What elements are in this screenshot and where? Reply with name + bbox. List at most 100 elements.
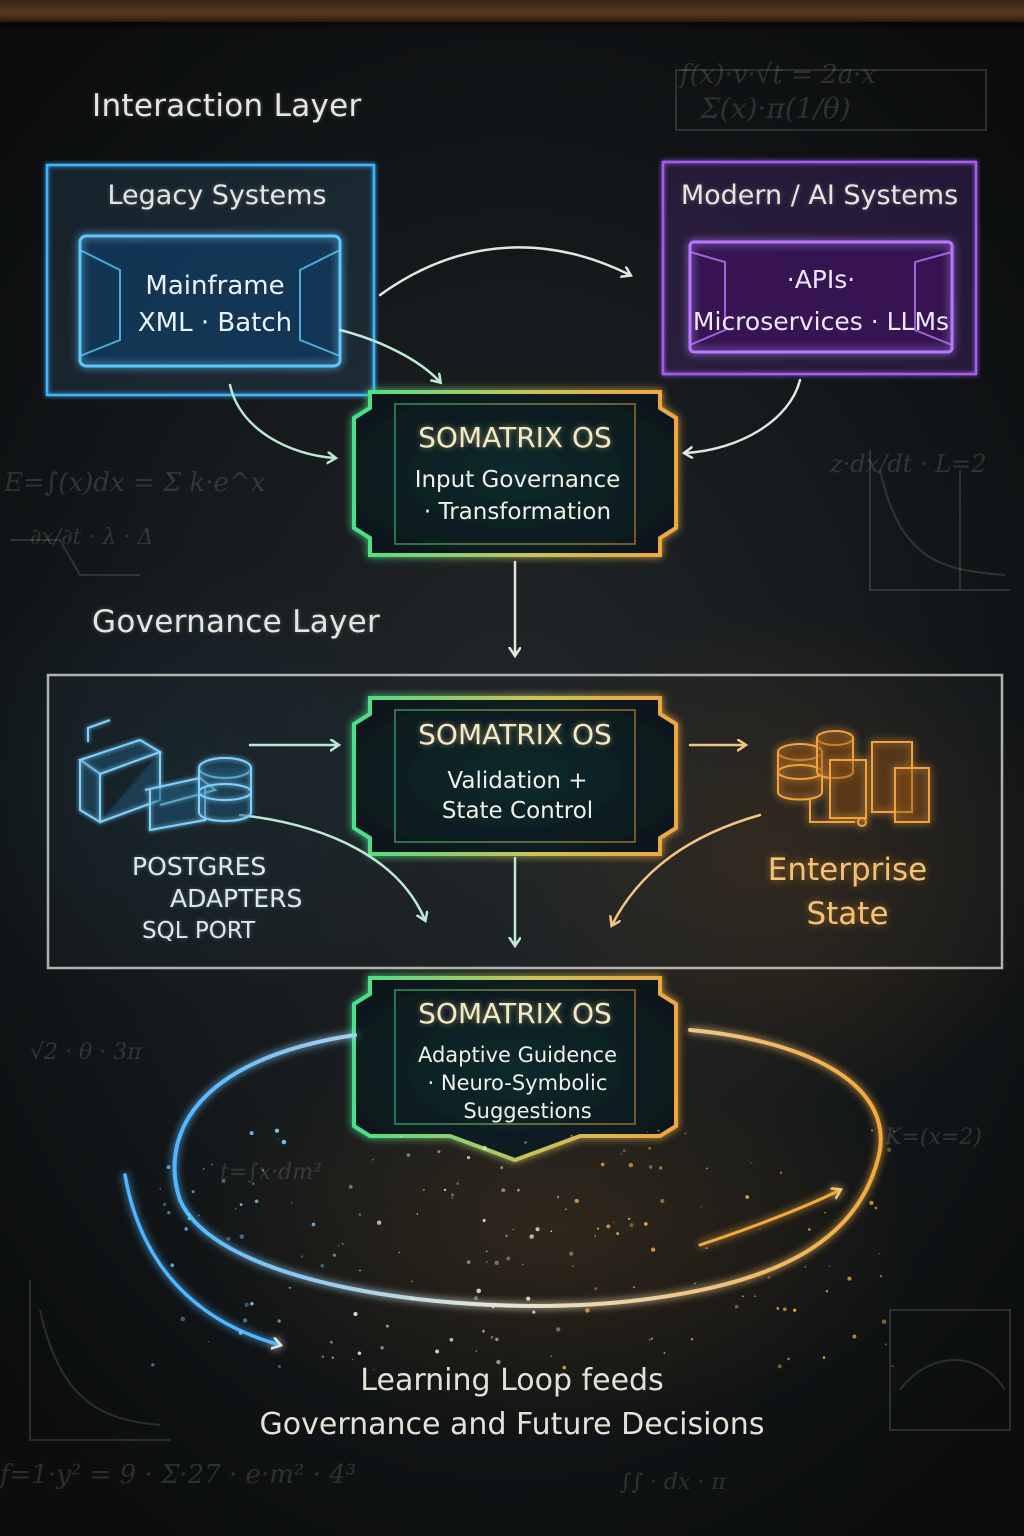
- sparkle-dot: [793, 1308, 797, 1312]
- sparkle-dot: [550, 1230, 553, 1233]
- sparkle-dot: [482, 1329, 485, 1333]
- sparkle-dot: [648, 1146, 652, 1150]
- sparkle-dot: [358, 1213, 361, 1216]
- os-node-validation: [352, 696, 678, 856]
- sparkle-dot: [162, 1202, 167, 1207]
- sparkle-dot: [251, 1182, 255, 1186]
- sparkle-dot: [870, 1129, 874, 1132]
- sparkle-dot: [891, 1365, 894, 1368]
- sparkle-dot: [749, 1161, 752, 1164]
- sparkle-dot: [341, 1243, 344, 1245]
- sparkle-dot: [352, 1358, 354, 1361]
- os-node-adaptive-line1: Adaptive Guidence: [417, 1043, 618, 1067]
- sparkle-dot: [556, 1327, 561, 1332]
- sparkle-dot: [700, 1206, 702, 1208]
- sparkle-dot: [380, 1346, 384, 1350]
- decorative-graph: [10, 69, 1011, 1441]
- sparkle-dot: [180, 1316, 186, 1322]
- sparkle-dot: [824, 1211, 827, 1214]
- sparkle-dot: [466, 1155, 471, 1160]
- sparkle-dot: [494, 1260, 499, 1266]
- sparkle-dot: [244, 1302, 249, 1307]
- sparkle-dot: [337, 1245, 340, 1247]
- decorative-math: ∂x/∂t · λ · Δ: [30, 525, 154, 550]
- enterprise-servers-icon: [777, 730, 930, 827]
- sparkle-dot: [660, 1198, 665, 1204]
- sparkle-dot: [628, 1162, 634, 1168]
- decorative-math: f=1·y² = 9 · Σ·27 · e·m² · 4³: [0, 1460, 356, 1490]
- decorative-math: z·dx/dt · L=2: [830, 450, 987, 478]
- os-node-validation-title: SOMATRIX OS: [418, 718, 612, 751]
- sparkle-dot: [564, 1208, 567, 1211]
- sparkle-dot: [808, 1228, 811, 1231]
- sparkle-dot: [594, 1235, 596, 1237]
- sparkle-dot: [211, 1163, 213, 1166]
- sparkle-dot: [852, 1334, 857, 1339]
- sparkle-dot: [410, 1297, 415, 1301]
- sparkle-dot: [482, 1218, 486, 1223]
- sparkle-dot: [532, 1310, 536, 1314]
- sparkle-dot: [517, 1188, 520, 1192]
- sparkle-dot: [281, 1139, 287, 1145]
- sparkle-dot: [187, 1213, 190, 1216]
- sparkle-dot: [371, 1158, 374, 1161]
- sparkle-dot: [230, 1247, 233, 1251]
- sparkle-dot: [663, 1352, 666, 1354]
- sparkle-dot: [869, 1200, 874, 1206]
- sparkle-dot: [556, 1195, 560, 1199]
- sparkle-dot: [191, 1190, 195, 1194]
- sparkle-dot: [650, 1337, 653, 1340]
- sparkle-dot: [320, 1264, 324, 1268]
- footer-line2: Governance and Future Decisions: [259, 1407, 765, 1442]
- sparkle-dot: [629, 1222, 634, 1228]
- sparkle-dot: [505, 1234, 508, 1238]
- sparkle-dot: [450, 1193, 455, 1197]
- sparkle-particles: [148, 1128, 895, 1371]
- sparkle-dot: [535, 1227, 540, 1232]
- sparkle-dot: [887, 1147, 892, 1152]
- sparkle-dot: [242, 1318, 248, 1323]
- sparkle-dot: [495, 1337, 499, 1342]
- sparkle-dot: [277, 1319, 281, 1323]
- sparkle-dot: [847, 1276, 852, 1281]
- decorative-math: √2 · θ · 3π: [30, 1040, 142, 1065]
- sparkle-dot: [331, 1356, 334, 1359]
- sparkle-dot: [184, 1227, 189, 1231]
- footer-line1: Learning Loop feeds: [360, 1363, 664, 1398]
- sparkle-dot: [449, 1337, 454, 1342]
- modern-inner-box: [688, 240, 954, 354]
- sparkle-dot: [741, 1295, 744, 1298]
- sparkle-dot: [512, 1228, 514, 1231]
- sql-port-label: SQL PORT: [142, 918, 256, 944]
- decorative-math: f(x)·v·√t = 2a·x: [680, 60, 877, 90]
- sparkle-dot: [416, 1213, 419, 1215]
- arrow-enterprise-to-adaptive: [612, 813, 762, 925]
- sparkle-dot: [779, 1171, 783, 1175]
- sparkle-dot: [828, 1265, 831, 1268]
- os-node-adaptive-title: SOMATRIX OS: [418, 997, 612, 1030]
- sparkle-dot: [486, 1250, 488, 1253]
- sparkle-dot: [451, 1197, 453, 1199]
- board-frame: [0, 0, 1024, 22]
- sparkle-dot: [822, 1356, 826, 1359]
- sparkle-dot: [250, 1302, 254, 1306]
- sparkle-dot: [311, 1222, 316, 1227]
- sparkle-dot: [648, 1338, 651, 1341]
- sparkle-dot: [570, 1134, 573, 1137]
- sparkle-dot: [238, 1330, 243, 1335]
- sparkle-dot: [274, 1128, 280, 1133]
- sparkle-dot: [648, 1165, 653, 1169]
- governance-layer-title: Governance Layer: [92, 604, 381, 640]
- sparkle-dot: [529, 1234, 534, 1239]
- sparkle-dot: [754, 1295, 756, 1297]
- sparkle-dot: [521, 1263, 524, 1266]
- os-node-input: [352, 390, 678, 557]
- sparkle-dot: [825, 1290, 829, 1293]
- sparkle-dot: [594, 1287, 598, 1291]
- sparkle-dot: [207, 1340, 210, 1343]
- sparkle-dot: [620, 1153, 622, 1155]
- sparkle-dot: [376, 1220, 382, 1225]
- sparkle-dot: [646, 1131, 649, 1133]
